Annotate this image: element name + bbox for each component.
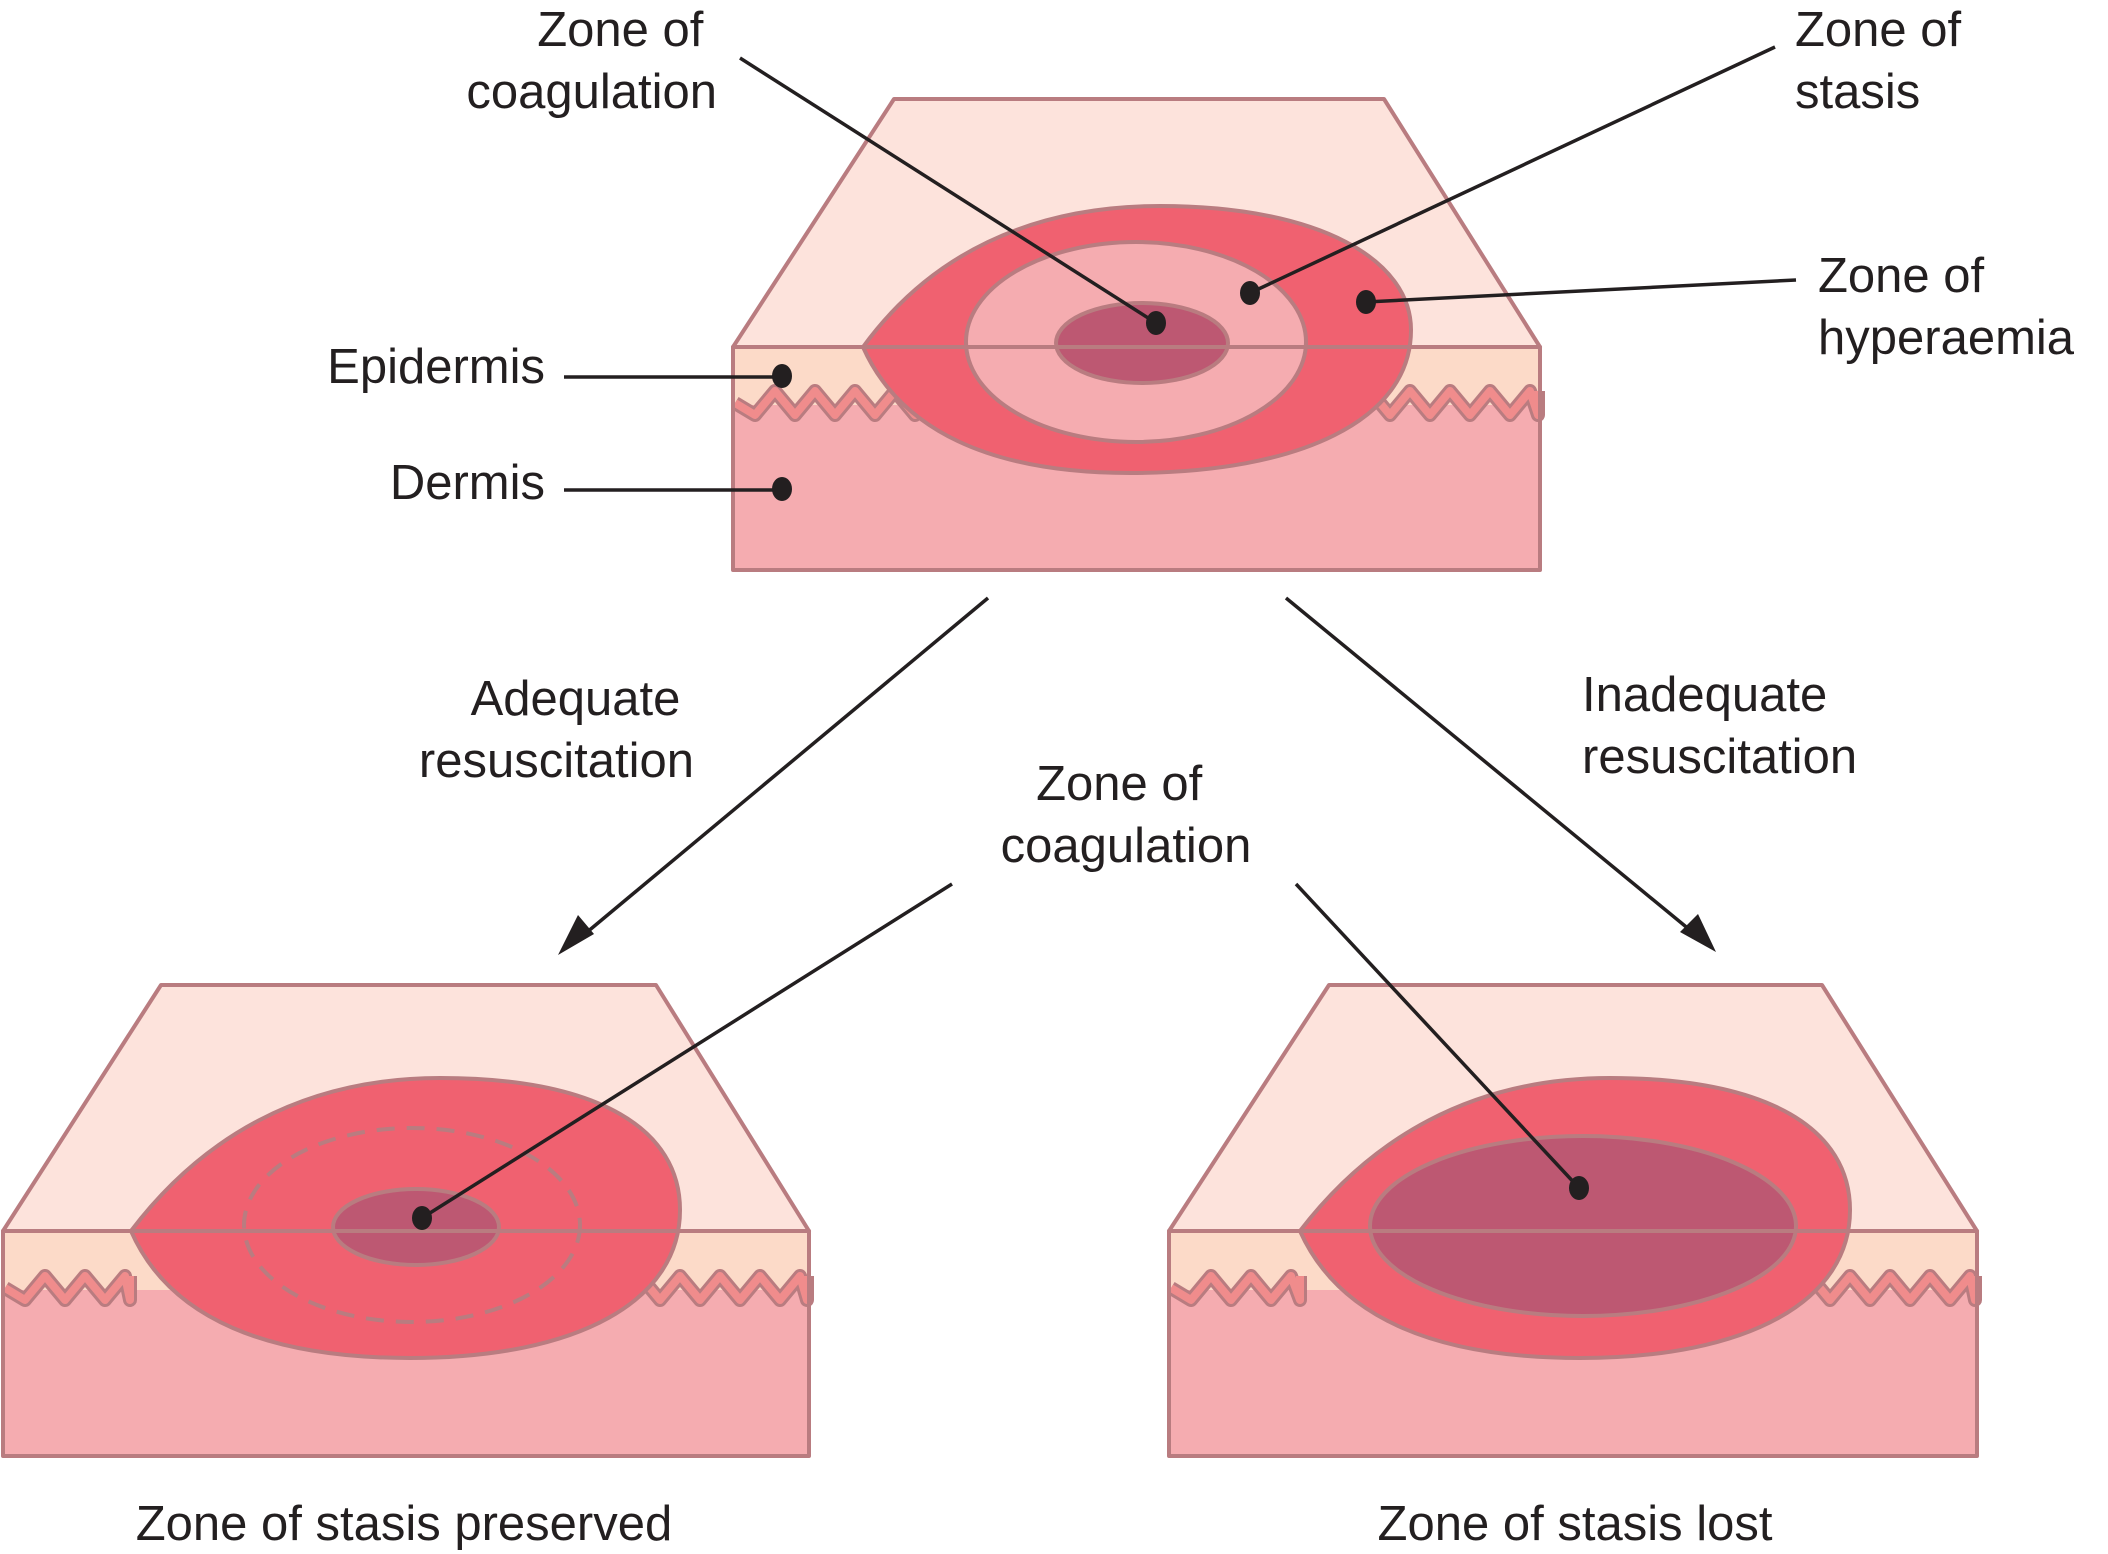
label-middle-zone-of-coagulation: Zone of coagulation (1001, 757, 1252, 873)
br-pointer-dot-coagulation (1569, 1176, 1589, 1200)
caption-zone-of-stasis-lost: Zone of stasis lost (1378, 1497, 1773, 1551)
arrow-adequate-shaft (578, 596, 990, 940)
arrow-inadequate-resuscitation: Inadequate resuscitation (1284, 596, 1857, 952)
label-inadequate-resuscitation: Inadequate resuscitation (1582, 668, 1857, 784)
br-leader-coagulation (1294, 882, 1581, 1190)
label-zone-of-hyperaemia: Zone of hyperaemia (1818, 249, 2075, 365)
pointer-dot-dermis (772, 477, 792, 501)
bl-pointer-dot-coagulation (412, 1206, 432, 1230)
label-dermis: Dermis (390, 456, 545, 510)
br-wave-left-inner (1168, 1272, 1304, 1304)
bottom-right-skin-block: Zone of stasis lost (1167, 882, 1982, 1551)
label-zone-of-stasis: Zone of stasis (1795, 3, 1975, 119)
bl-former-stasis-boundary-dashed (242, 1126, 582, 1324)
top-skin-block: Zone of coagulation Zone of stasis Zone … (327, 3, 2075, 572)
label-epidermis: Epidermis (327, 340, 545, 394)
pointer-dot-stasis (1240, 281, 1260, 305)
pointer-dot-coagulation (1146, 311, 1166, 335)
label-adequate-resuscitation: Adequate resuscitation (419, 672, 694, 788)
arrow-adequate-resuscitation: Adequate resuscitation (419, 596, 990, 955)
zone-of-coagulation-shape (1054, 301, 1230, 385)
arrow-inadequate-shaft (1284, 596, 1698, 937)
leader-hyperaemia (1365, 278, 1797, 304)
pointer-dot-hyperaemia (1356, 290, 1376, 314)
arrow-inadequate-head-icon (1680, 914, 1716, 952)
bl-wave-left-inner (2, 1272, 134, 1304)
bl-leader-coagulation (421, 882, 953, 1220)
pointer-dot-epidermis (772, 364, 792, 388)
leader-stasis (1249, 45, 1776, 295)
bottom-left-skin-block: Zone of stasis preserved (1, 882, 953, 1551)
leader-coagulation (739, 56, 1157, 325)
label-zone-of-coagulation: Zone of coagulation (466, 3, 717, 119)
br-zone-of-coagulation-shape (1368, 1134, 1798, 1318)
arrow-adequate-head-icon (558, 915, 594, 955)
caption-zone-of-stasis-preserved: Zone of stasis preserved (136, 1497, 673, 1551)
